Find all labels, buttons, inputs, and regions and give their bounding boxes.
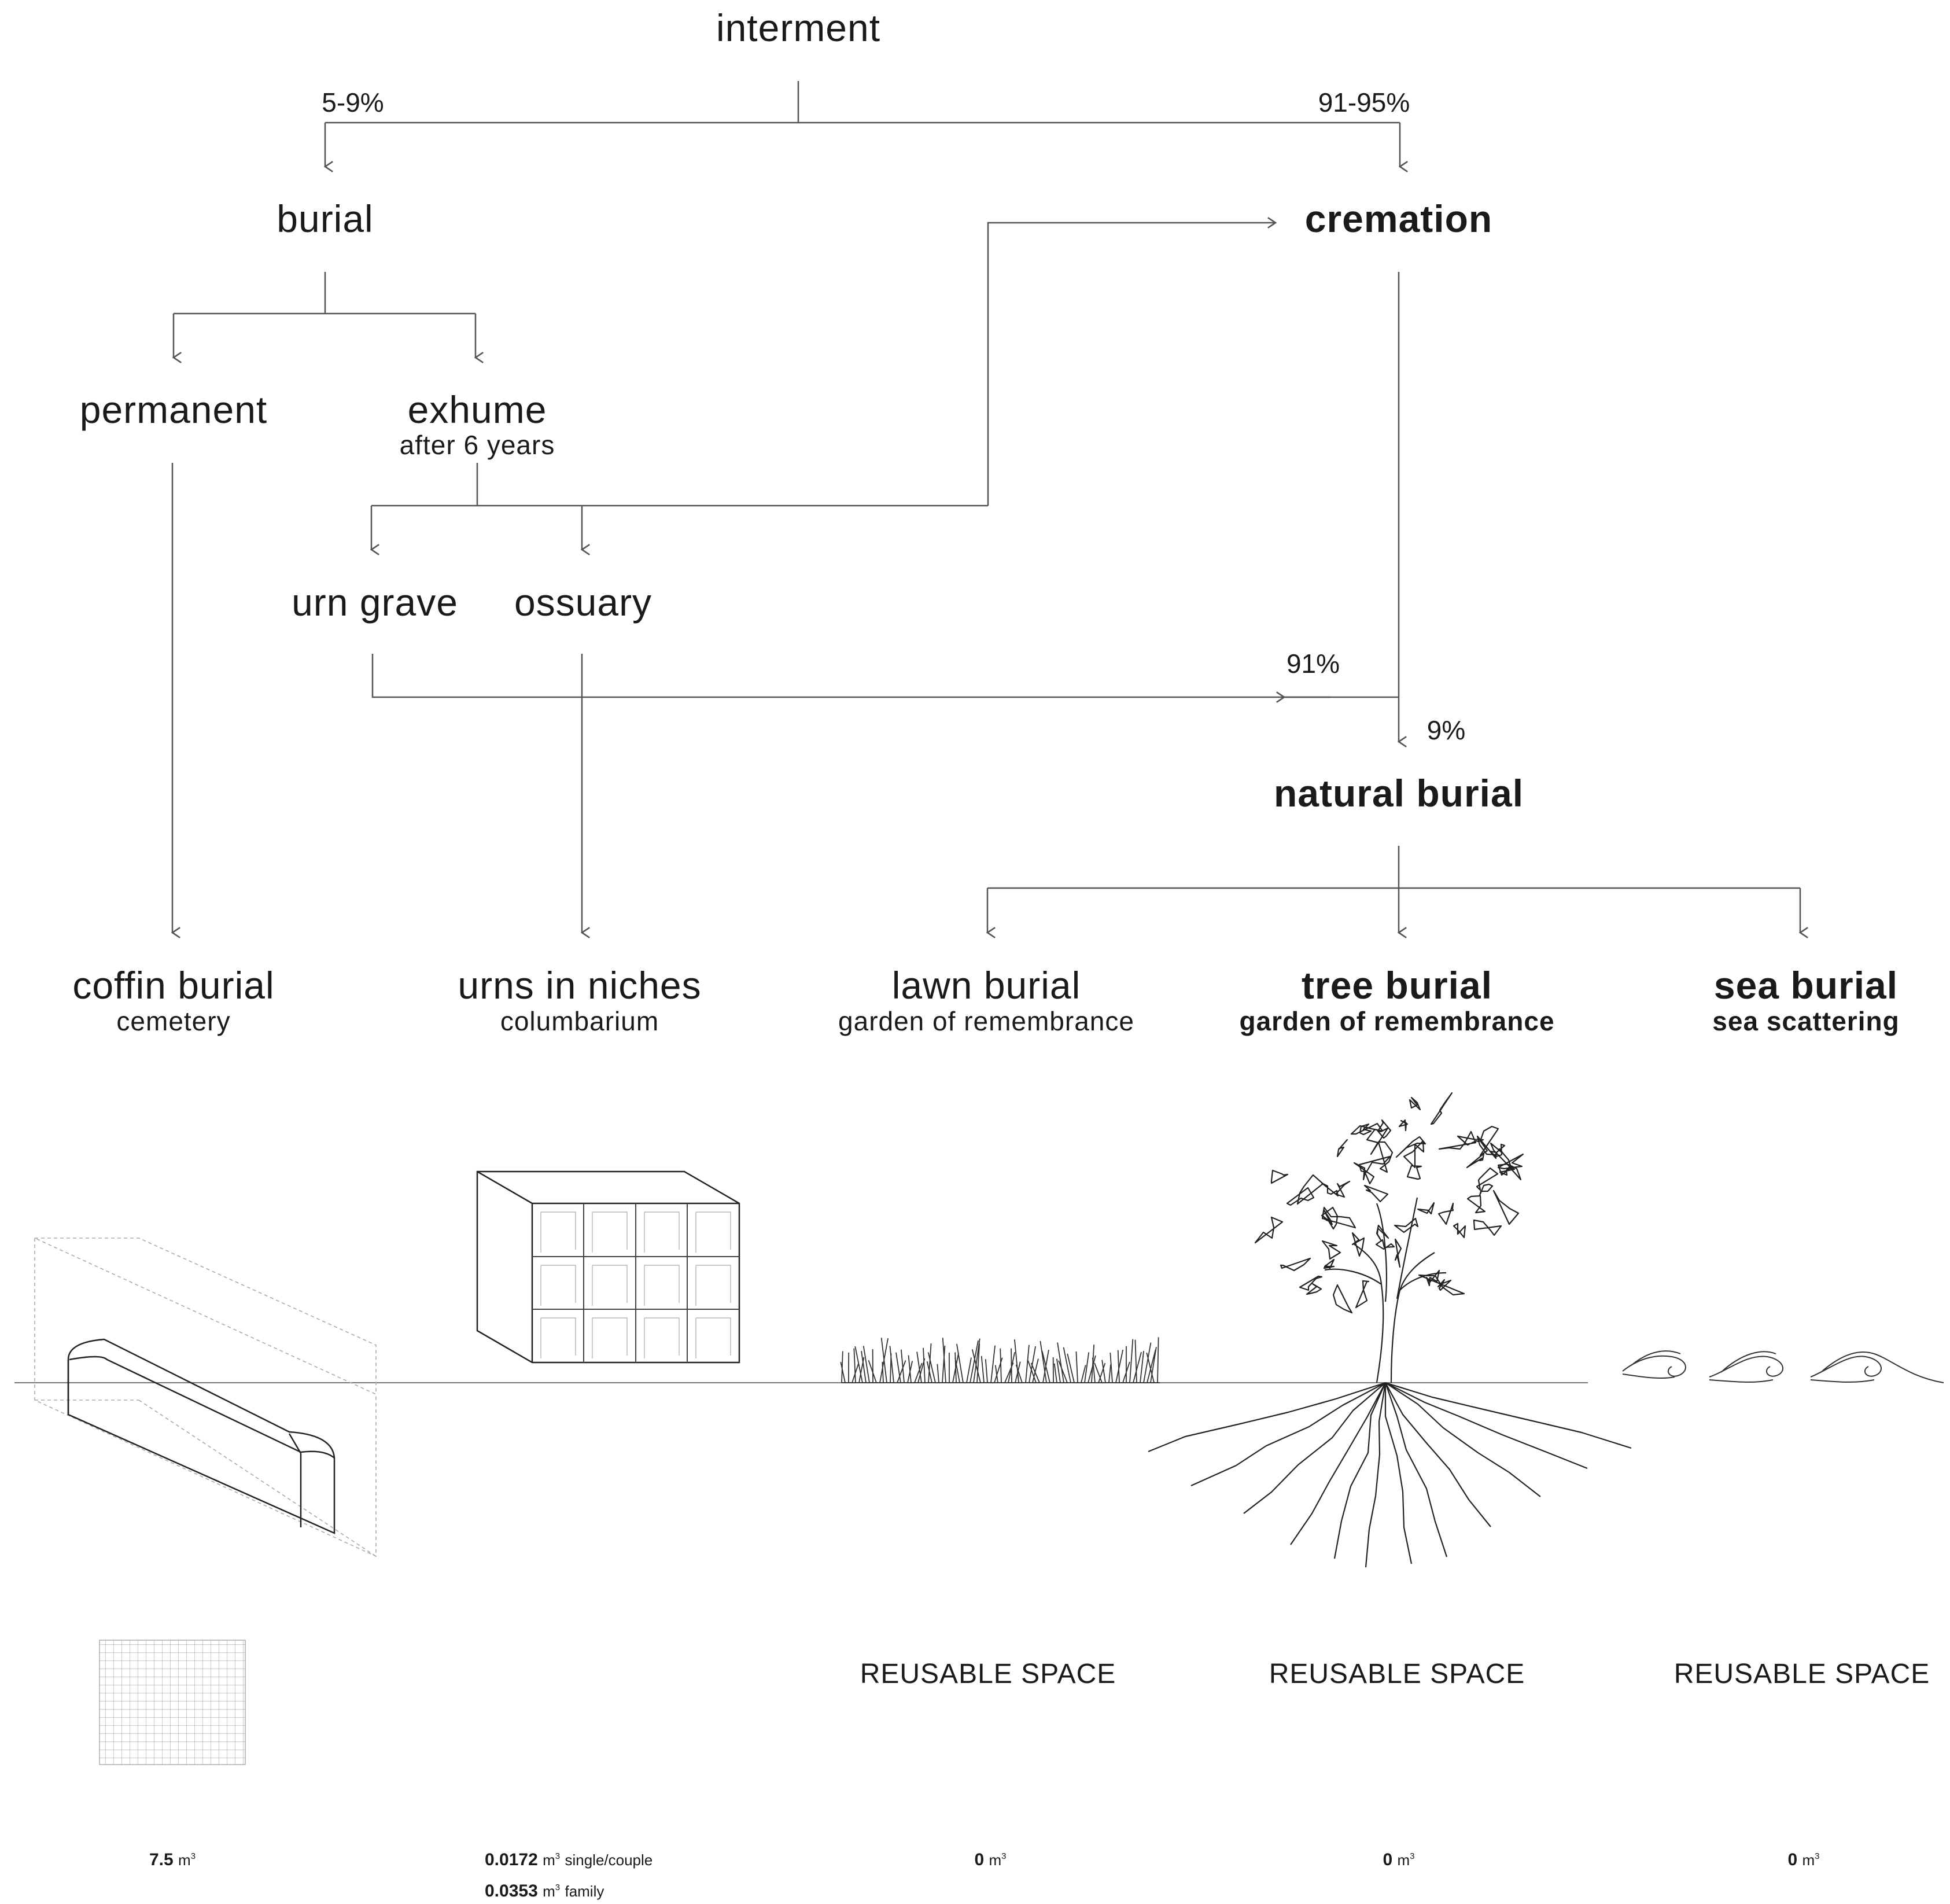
node-burial: burial [277, 197, 374, 240]
volume-lawn-exp: 3 [1001, 1851, 1007, 1861]
node-permanent: permanent [79, 388, 268, 431]
pct-urn-grave: 91% [1286, 649, 1340, 679]
volume-coffin-exp: 3 [190, 1851, 196, 1861]
volume-tree-value: 0 [1383, 1850, 1393, 1869]
volume-urn-single-value: 0.0172 [485, 1850, 538, 1869]
tree-illustration [1148, 1092, 1632, 1568]
outcome-title-coffin-burial: coffin burial [72, 964, 275, 1007]
reusable-space-sea: REUSABLE SPACE [1673, 1659, 1930, 1689]
outcome-title-sea-burial: sea burial [1713, 964, 1899, 1007]
node-exhume-subtitle: after 6 years [399, 430, 555, 460]
volume-coffin-value: 7.5 [149, 1850, 174, 1869]
outcome-title-tree-burial: tree burial [1301, 964, 1493, 1007]
outcome-subtitle-tree-burial: garden of remembrance [1239, 1006, 1555, 1036]
outcome-subtitle-sea-burial: sea scattering [1712, 1006, 1900, 1036]
connector-exhume-to-cremation [987, 223, 1276, 506]
volume-tree: 0 m3 [1383, 1850, 1414, 1870]
volume-lawn: 0 m3 [974, 1850, 1006, 1870]
pct-cremation: 91-95% [1318, 87, 1410, 117]
volume-urn-family: 0.0353 m3 family [485, 1881, 604, 1901]
volume-urn-single: 0.0172 m3 single/couple [485, 1850, 653, 1870]
volume-tree-exp: 3 [1410, 1851, 1415, 1861]
outcome-title-urns-in-niches: urns in niches [458, 964, 702, 1007]
coffin-shape [67, 1338, 336, 1534]
node-natural-burial: natural burial [1273, 772, 1524, 815]
flow-connectors [172, 81, 1800, 933]
volume-grid-icon [99, 1640, 246, 1765]
volume-urn-family-exp: 3 [555, 1883, 561, 1892]
grass-illustration [840, 1337, 1160, 1383]
volume-urn-single-exp: 3 [555, 1851, 561, 1861]
volume-urn-single-note: single/couple [565, 1851, 653, 1869]
volume-lawn-unit: m [989, 1851, 1002, 1869]
volume-lawn-value: 0 [974, 1850, 985, 1869]
volume-urn-family-value: 0.0353 [485, 1881, 538, 1901]
volume-sea: 0 m3 [1787, 1850, 1819, 1870]
volume-urn-single-unit: m [543, 1851, 555, 1869]
outcome-subtitle-lawn-burial: garden of remembrance [838, 1006, 1134, 1036]
volume-coffin: 7.5 m3 [149, 1850, 196, 1870]
node-cremation: cremation [1304, 197, 1493, 240]
columbarium-illustration [476, 1170, 740, 1364]
reusable-space-tree: REUSABLE SPACE [1269, 1659, 1525, 1689]
volume-sea-unit: m [1802, 1851, 1815, 1869]
pct-burial: 5-9% [322, 87, 384, 117]
volume-coffin-unit: m [178, 1851, 191, 1869]
outcome-subtitle-coffin-burial: cemetery [116, 1006, 231, 1036]
node-urn-grave: urn grave [292, 581, 458, 624]
coffin-illustration [34, 1238, 377, 1557]
volume-sea-value: 0 [1787, 1850, 1798, 1869]
node-ossuary: ossuary [514, 581, 653, 624]
outcome-subtitle-urns-in-niches: columbarium [500, 1006, 659, 1036]
node-exhume: exhume [407, 388, 547, 431]
outcome-title-lawn-burial: lawn burial [891, 964, 1081, 1007]
node-interment: interment [716, 6, 881, 49]
waves-illustration [1622, 1350, 1944, 1383]
volume-tree-unit: m [1397, 1851, 1410, 1869]
volume-urn-family-unit: m [543, 1883, 555, 1900]
volume-urn-family-note: family [565, 1883, 604, 1900]
pct-natural-burial: 9% [1426, 715, 1466, 745]
grave-volume-outline [34, 1238, 377, 1557]
connector-cremation-to-urn-grave [371, 654, 1399, 698]
reusable-space-lawn: REUSABLE SPACE [860, 1659, 1116, 1689]
volume-sea-exp: 3 [1815, 1851, 1820, 1861]
